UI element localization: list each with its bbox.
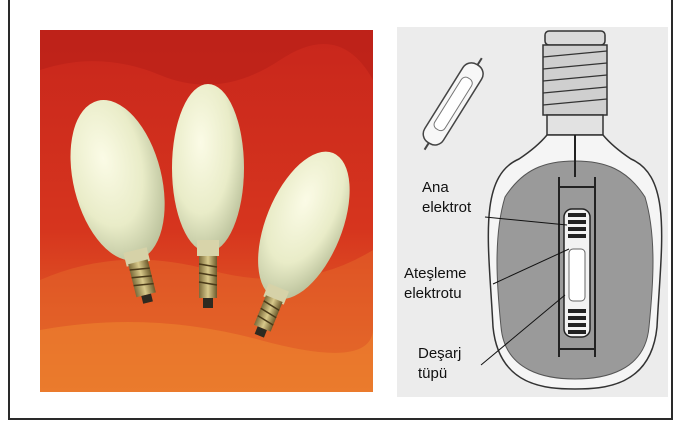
label-discharge-tube: Deşarj tüpü <box>418 344 461 384</box>
lamps-photo <box>40 30 373 392</box>
label-main-electrode: Ana elektrot <box>422 178 471 218</box>
label-ignition-electrode: Ateşleme elektrotu <box>404 264 467 304</box>
label-line: Deşarj <box>418 344 461 364</box>
label-line: Ana <box>422 178 471 198</box>
label-line: tüpü <box>418 364 461 384</box>
screw-base <box>543 31 607 135</box>
label-line: elektrotu <box>404 284 467 304</box>
label-line: elektrot <box>422 198 471 218</box>
label-line: Ateşleme <box>404 264 467 284</box>
inner-discharge-tube <box>564 209 590 337</box>
